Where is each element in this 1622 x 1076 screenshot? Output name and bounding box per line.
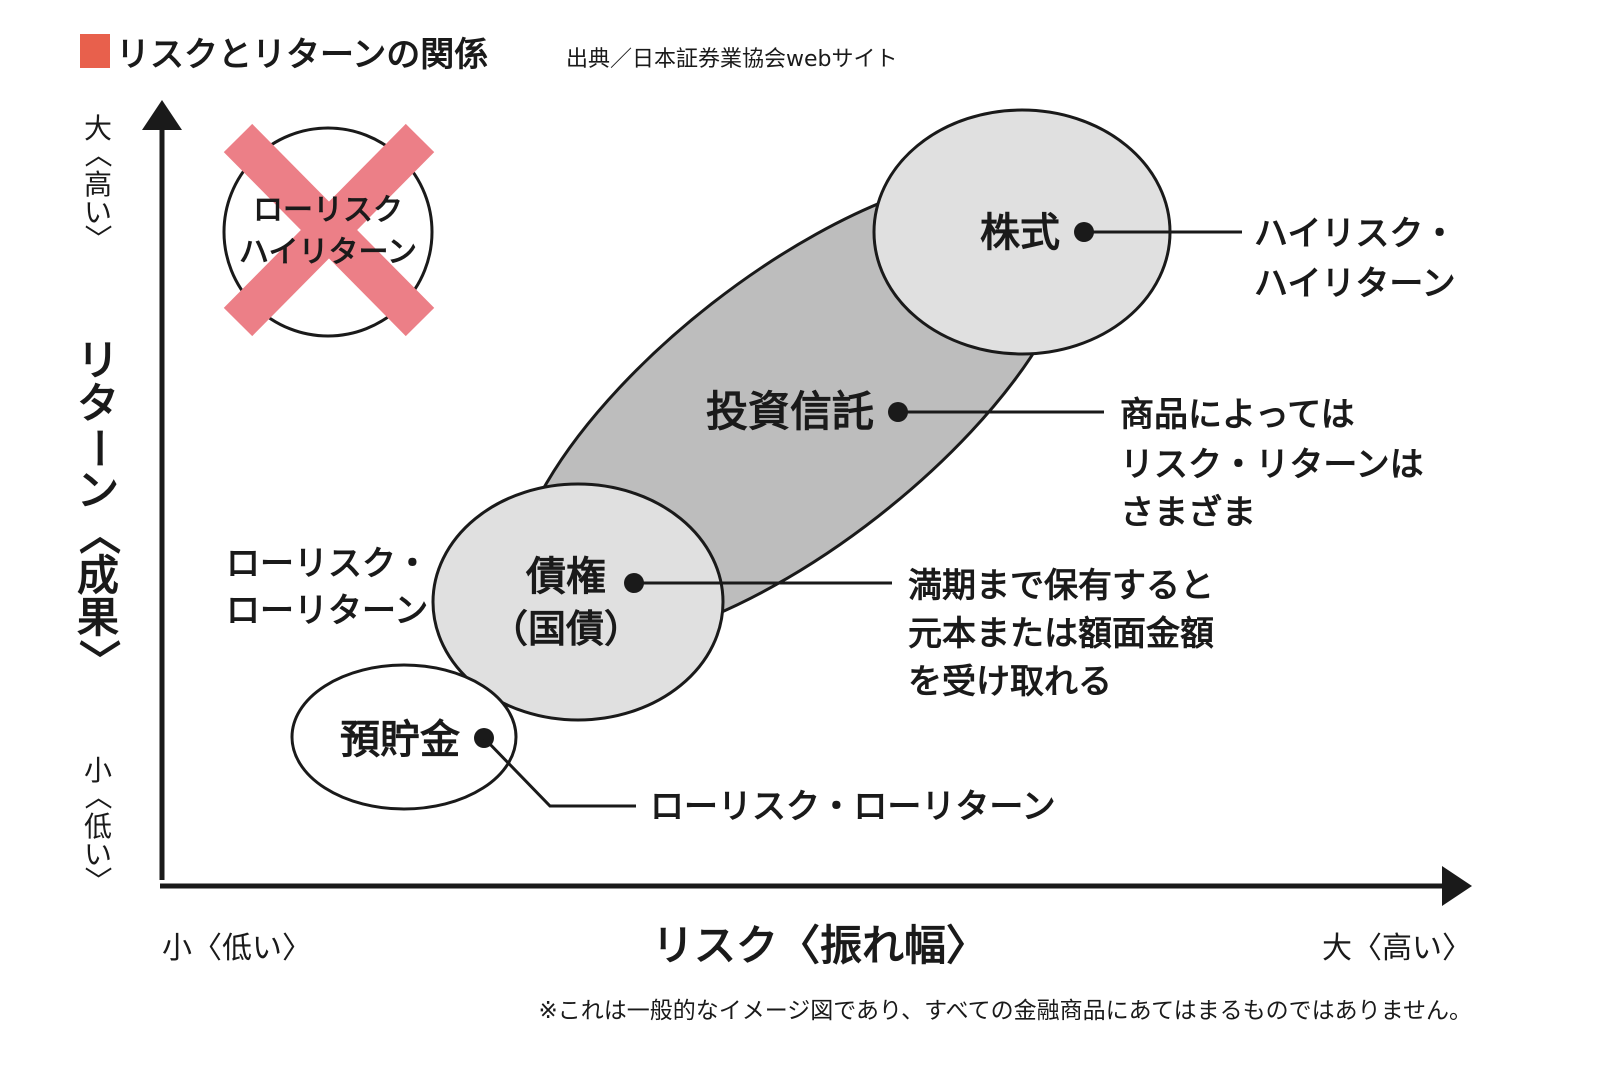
diagram-title: リスクとリターンの関係 bbox=[116, 35, 488, 75]
x-axis-right-label: 大〈高い〉 bbox=[1322, 931, 1472, 966]
deposit-label: 預貯金 bbox=[340, 717, 461, 763]
y-label-char: ン bbox=[77, 466, 119, 515]
y-axis-label: リ タ ー ン 〈 成 果 〉 bbox=[74, 336, 123, 681]
bond-note: 満期まで保有すると 元本または額面金額 を受け取れる bbox=[908, 566, 1214, 702]
y-bottom-char: 小 bbox=[84, 754, 112, 787]
bond-label: 債権 bbox=[525, 554, 606, 600]
bond-sublabel: （国債） bbox=[490, 607, 642, 651]
note-line: 満期まで保有すると bbox=[908, 566, 1214, 606]
deposit-note: ローリスク・ローリターン bbox=[650, 787, 1056, 827]
bond-ellipse bbox=[431, 482, 725, 722]
y-top-char: い bbox=[84, 196, 112, 229]
y-label-char: 〉 bbox=[74, 639, 123, 681]
note-line: を受け取れる bbox=[908, 662, 1112, 702]
y-axis-top-label: 大 〈 高 い 〉 bbox=[81, 112, 114, 252]
y-axis-arrow bbox=[142, 100, 182, 130]
note-line: ローリターン bbox=[226, 591, 428, 631]
x-axis-left-label: 小〈低い〉 bbox=[162, 931, 312, 966]
note-line: ハイリスク・ bbox=[1254, 214, 1457, 254]
y-top-char: 〉 bbox=[81, 224, 114, 252]
note-line: ローリスク・ bbox=[226, 544, 429, 584]
y-axis-bottom-label: 小 〈 低 い 〉 bbox=[81, 754, 114, 894]
y-label-char: 成 bbox=[77, 551, 119, 600]
y-label-char: ー bbox=[74, 427, 123, 469]
y-label-char: タ bbox=[77, 379, 119, 428]
y-bottom-char: 〉 bbox=[81, 866, 114, 894]
fund-label: 投資信託 bbox=[706, 387, 874, 436]
fund-leader bbox=[888, 402, 1104, 422]
y-bottom-char: 〈 bbox=[81, 782, 114, 810]
y-top-char: 高 bbox=[84, 168, 112, 201]
crossed-label-line1: ローリスク bbox=[253, 193, 403, 228]
deposit-ellipse bbox=[290, 663, 518, 811]
y-top-char: 大 bbox=[84, 112, 112, 145]
note-line: リスク・リターンは bbox=[1120, 445, 1424, 485]
deposit-leader bbox=[474, 728, 636, 808]
stock-note: ハイリスク・ ハイリターン bbox=[1254, 214, 1457, 304]
note-line: さまざま bbox=[1120, 493, 1256, 533]
crossed-label-line2: ハイリターン bbox=[239, 235, 417, 270]
y-bottom-char: 低 bbox=[84, 810, 112, 843]
x-axis-arrow bbox=[1442, 866, 1472, 906]
cross-mark bbox=[223, 123, 435, 337]
y-label-char: 果 bbox=[77, 593, 119, 642]
y-bottom-char: い bbox=[84, 838, 112, 871]
fund-note: 商品によっては リスク・リターンは さまざま bbox=[1120, 395, 1424, 533]
source-note: 出典／日本証券業協会webサイト bbox=[566, 47, 898, 72]
deposit-leader-line bbox=[482, 736, 636, 808]
note-line: 元本または額面金額 bbox=[908, 614, 1214, 654]
note-line: ハイリターン bbox=[1254, 264, 1456, 304]
y-label-char: リ bbox=[77, 336, 119, 385]
y-top-char: 〈 bbox=[81, 140, 114, 168]
footnote: ※これは一般的なイメージ図であり、すべての金融商品にあてはまるものではありません… bbox=[538, 998, 1472, 1024]
note-line: 商品によっては bbox=[1120, 395, 1355, 435]
stock-label: 株式 bbox=[980, 210, 1060, 256]
stock-leader bbox=[1074, 222, 1242, 242]
bond-leader bbox=[624, 573, 892, 593]
y-label-char: 〈 bbox=[74, 513, 123, 555]
low-risk-note: ローリスク・ ローリターン bbox=[226, 544, 429, 631]
crossed-out-circle: ローリスク ハイリターン bbox=[222, 123, 435, 338]
title-marker bbox=[80, 34, 110, 68]
x-axis-label: リスク〈振れ幅〉 bbox=[652, 921, 988, 970]
